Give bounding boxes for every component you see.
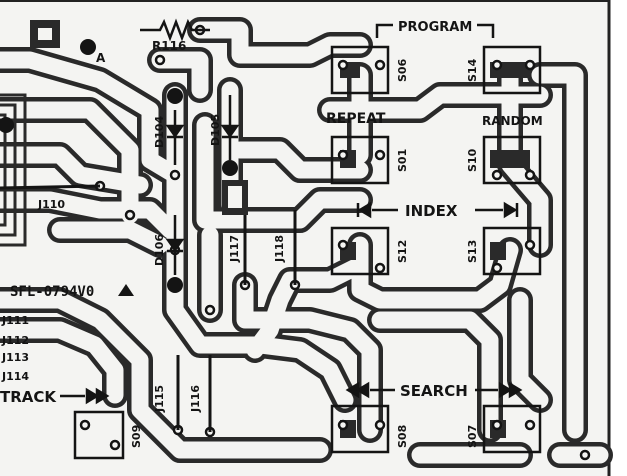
switch-s10: [482, 135, 542, 185]
program-bracket: [375, 23, 495, 38]
switch-s09: [73, 410, 125, 460]
label-j115: J115: [153, 385, 166, 413]
label-search: SEARCH: [400, 382, 468, 400]
label-index: INDEX: [405, 202, 458, 220]
label-j112: J112: [1, 334, 29, 347]
label-d106: D106: [153, 234, 166, 266]
board-edge: [610, 0, 627, 476]
label-j111: J111: [1, 314, 29, 327]
label-s14: S14: [466, 58, 479, 82]
label-r116: R116: [152, 39, 186, 53]
label-s10: S10: [466, 148, 479, 172]
resistor-r116: [140, 18, 210, 42]
label-j114: J114: [1, 370, 29, 383]
switch-labels: S06 S14 S01 S10 S12 S13 S08 S07 S09: [130, 58, 479, 448]
label-s01: S01: [396, 149, 409, 172]
label-s06: S06: [396, 58, 409, 82]
label-j110: J110: [37, 198, 65, 211]
search-arrows: [345, 381, 523, 399]
label-s07: S07: [466, 425, 479, 448]
diode-d106: [165, 238, 185, 253]
label-j118: J118: [273, 235, 286, 263]
jumper-wires: [0, 184, 297, 432]
label-d105: D105: [209, 114, 222, 146]
index-arrows: [356, 201, 519, 219]
switch-pads: [73, 45, 542, 460]
left-connector-pattern: [0, 93, 27, 247]
label-program: PROGRAM: [398, 20, 472, 35]
switch-s07: [482, 404, 542, 454]
label-s12: S12: [396, 240, 409, 263]
solder-pads: [0, 39, 238, 293]
label-d104: D104: [153, 116, 166, 148]
label-j113: J113: [1, 351, 29, 364]
track-arrow: [60, 387, 110, 405]
jumper-j110: [0, 184, 101, 190]
jumper-labels: J110 J111 J112 J113 J114 J115 J116 J117 …: [1, 198, 286, 413]
label-repeat: REPEAT: [326, 111, 386, 127]
switch-s01: [330, 135, 390, 185]
label-random: RANDOM: [482, 114, 543, 128]
triangle-marker-icon: [118, 284, 134, 296]
diode-d105: [220, 124, 240, 139]
label-j117: J117: [228, 235, 241, 263]
switch-s08: [330, 404, 390, 454]
pad-a: [80, 39, 96, 55]
label-part-number: SFL-0794V0: [10, 284, 94, 300]
label-s13: S13: [466, 240, 479, 263]
diodes: [165, 95, 240, 275]
switch-s13: [482, 226, 542, 276]
diode-d104: [165, 124, 185, 139]
label-j116: J116: [189, 385, 202, 413]
switch-s06: [330, 45, 390, 95]
label-node-a: A: [96, 51, 106, 65]
switch-s12: [330, 226, 390, 276]
copper-traces: [0, 17, 613, 468]
label-track: TRACK: [0, 388, 57, 406]
diode-labels: D104 D105 D106: [153, 114, 222, 266]
switch-s14: [482, 45, 542, 95]
label-s09: S09: [130, 425, 143, 448]
label-s08: S08: [396, 425, 409, 448]
